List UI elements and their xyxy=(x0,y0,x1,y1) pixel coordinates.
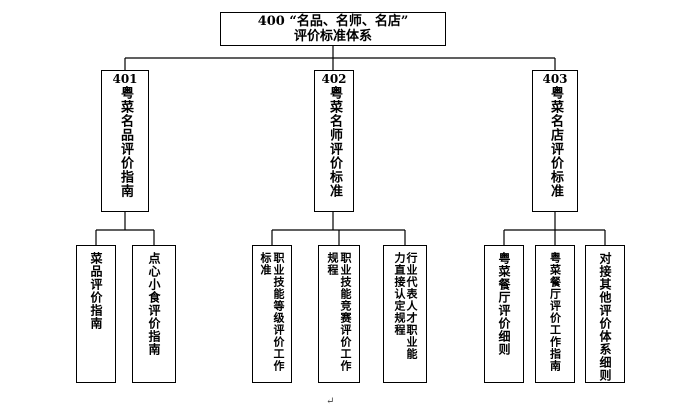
leaf-403-1: 粤菜餐厅评价细则 xyxy=(484,245,524,383)
leaf-402-1-label: 职业技能等级评价工作标准 xyxy=(259,252,285,372)
leaf-402-2-label: 职业技能竞赛评价工作规程 xyxy=(326,252,352,372)
leaf-402-1: 职业技能等级评价工作标准 xyxy=(252,245,292,383)
node-401: 401 粤菜名品评价指南 xyxy=(101,70,149,212)
paragraph-mark-icon: ↵ xyxy=(326,396,335,407)
node-403-number: 403 xyxy=(542,72,568,86)
leaf-401-2-label: 点心小食评价指南 xyxy=(147,252,161,356)
leaf-401-1-label: 菜品评价指南 xyxy=(89,252,103,330)
node-403-label: 粤菜名店评价标准 xyxy=(548,86,563,198)
leaf-403-3-label: 对接其他评价体系细则 xyxy=(598,252,612,382)
root-node: 400 “名品、名师、名店” 评价标准体系 xyxy=(220,12,446,46)
leaf-403-1-label: 粤菜餐厅评价细则 xyxy=(497,252,511,356)
node-402-label: 粤菜名师评价标准 xyxy=(327,86,342,198)
root-title-line1: 400 “名品、名师、名店” xyxy=(257,14,409,29)
leaf-401-2: 点心小食评价指南 xyxy=(132,245,176,383)
node-402-number: 402 xyxy=(321,72,347,86)
leaf-402-3-label: 行业代表人才职业能力直接认定规程 xyxy=(393,252,418,360)
leaf-403-2: 粤菜餐厅评价工作指南 xyxy=(535,245,575,383)
leaf-402-2: 职业技能竞赛评价工作规程 xyxy=(318,245,360,383)
node-401-number: 401 xyxy=(112,72,138,86)
leaf-401-1: 菜品评价指南 xyxy=(76,245,116,383)
leaf-403-3: 对接其他评价体系细则 xyxy=(585,245,625,383)
leaf-403-2-label: 粤菜餐厅评价工作指南 xyxy=(548,252,562,372)
node-402: 402 粤菜名师评价标准 xyxy=(314,70,354,212)
node-401-label: 粤菜名品评价指南 xyxy=(118,86,133,198)
leaf-402-3: 行业代表人才职业能力直接认定规程 xyxy=(383,245,427,383)
root-title-line2: 评价标准体系 xyxy=(293,29,372,44)
node-403: 403 粤菜名店评价标准 xyxy=(532,70,578,212)
